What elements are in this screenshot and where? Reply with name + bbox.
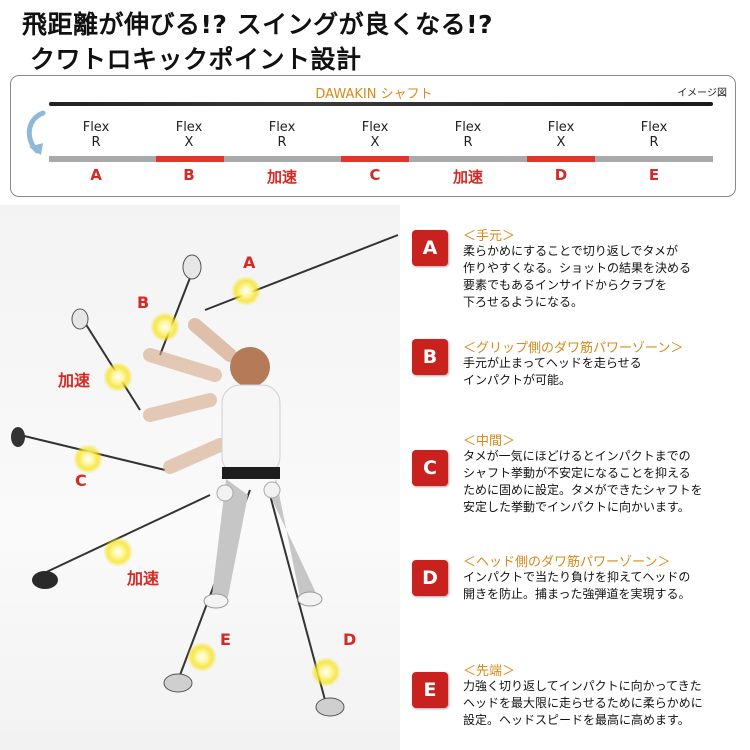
badge-c: C — [412, 450, 448, 486]
photo-label-e: E — [220, 630, 231, 649]
section-a-body: 柔らかめにすることで切り返しでタメが 作りやすくなる。ショットの結果を決める 要… — [463, 244, 692, 309]
flex-x-segment-1 — [156, 156, 224, 162]
badge-e: E — [412, 672, 448, 708]
section-d-title: ＜ヘッド側のダワ筋パワーゾーン＞ — [463, 555, 671, 570]
section-e-body: 力強く切り返してインパクトに向かってきた ヘッドを最大限に走らせるために柔らかめ… — [463, 679, 703, 727]
photo-label-accel-1: 加速 — [58, 371, 91, 390]
glow-point-d — [311, 657, 341, 687]
glow-point-accel-2 — [103, 537, 133, 567]
photo-label-a: A — [243, 253, 256, 272]
description-column: A ＜手元＞ 柔らかめにすることで切り返しでタメが 作りやすくなる。ショットの結… — [400, 205, 750, 750]
zone-label-d: D — [554, 166, 568, 184]
glow-point-e — [187, 642, 217, 672]
zone-label-e: E — [648, 166, 660, 184]
golfer-illustration — [11, 234, 399, 717]
section-c-title: ＜中間＞ — [463, 434, 516, 449]
zone-label-c: C — [369, 166, 381, 184]
section-b-title: ＜グリップ側のダワ筋パワーゾーン＞ — [463, 341, 684, 356]
flex-x-segment-2 — [341, 156, 409, 162]
section-a-title: ＜手元＞ — [463, 229, 516, 244]
glow-point-accel-1 — [103, 362, 133, 392]
section-b-body: 手元が止まってヘッドを走らせる インパクトが可能。 — [463, 356, 642, 387]
zone-label-accel-1: 加速 — [266, 168, 297, 186]
section-c-body: タメが一気にほどけるとインパクトまでの シャフト挙動が不安定になることを抑える … — [463, 449, 703, 514]
glow-point-a — [231, 276, 261, 306]
section-e-title: ＜先端＞ — [463, 664, 516, 679]
zone-label-a: A — [90, 166, 102, 184]
swing-sequence-photo: A B 加速 C 加速 E D — [0, 205, 400, 750]
glow-point-c — [73, 444, 103, 474]
zone-label-b: B — [183, 166, 195, 184]
badge-a: A — [412, 230, 448, 266]
image-note: イメージ図 — [677, 88, 727, 99]
headline-2: クワトロキックポイント設計 — [30, 45, 362, 74]
photo-label-c: C — [75, 471, 87, 490]
photo-label-b: B — [137, 293, 150, 312]
photo-label-d: D — [343, 630, 357, 649]
glow-point-b — [150, 312, 180, 342]
photo-label-accel-2: 加速 — [127, 569, 160, 588]
badge-d: D — [412, 560, 448, 596]
top-section: 飛距離が伸びる!? スイングが良くなる!? クワトロキックポイント設計 DAWA… — [0, 0, 750, 205]
headline-1: 飛距離が伸びる!? スイングが良くなる!? — [22, 10, 494, 39]
zone-label-accel-2: 加速 — [452, 168, 483, 186]
section-d-body: インパクトで当たり負けを抑えてヘッドの 開きを防止。捕まった強弾道を実現する。 — [463, 570, 691, 601]
flex-x-segment-3 — [527, 156, 595, 162]
shaft-name: DAWAKIN シャフト — [315, 87, 433, 102]
badge-b: B — [412, 339, 448, 375]
curved-arrow-icon — [26, 110, 46, 155]
shaft-bar — [49, 102, 713, 106]
